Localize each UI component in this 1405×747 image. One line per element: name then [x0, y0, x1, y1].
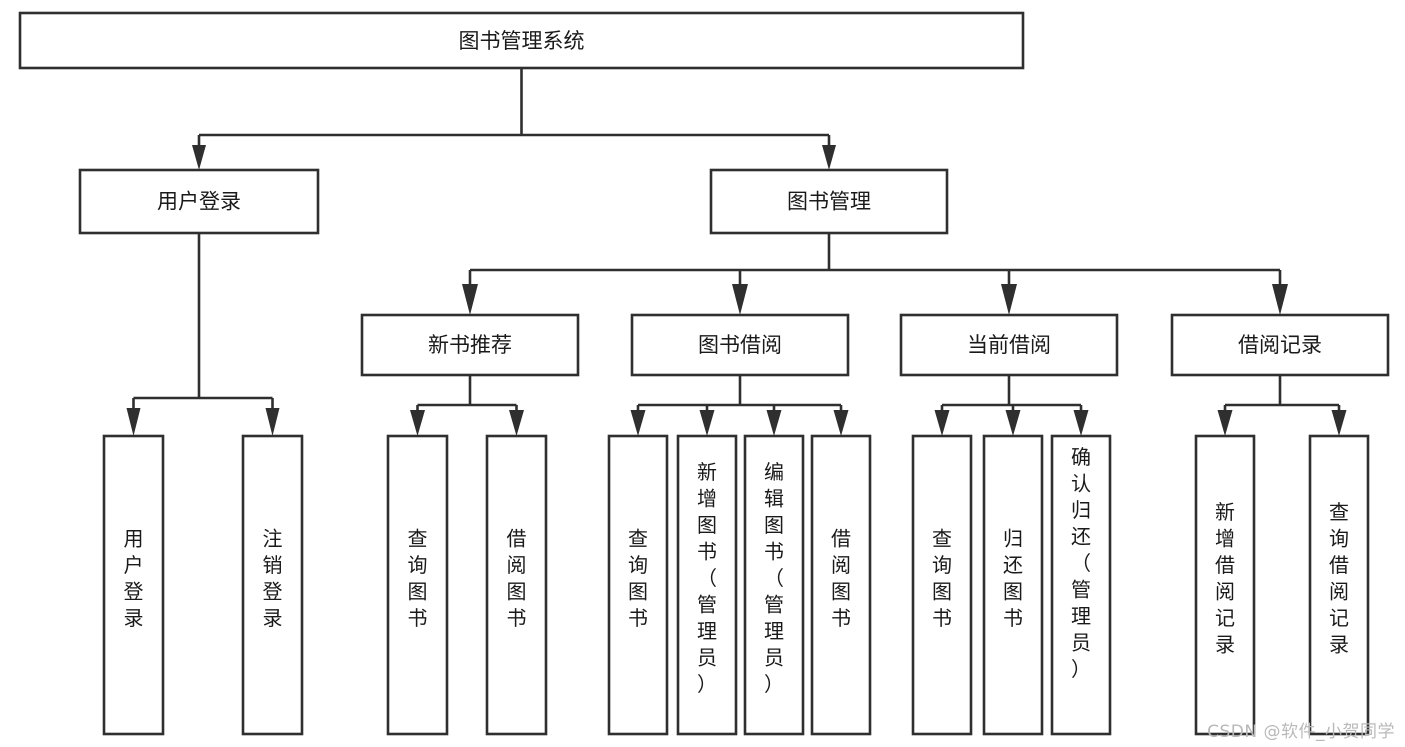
arrowhead-current-borrow — [1001, 284, 1017, 315]
node-borrow-record[interactable]: 借阅记录 — [1170, 313, 1390, 377]
node-leaf-query-book-nbr-label: 查询图书 — [408, 526, 428, 630]
arrowhead-user-login — [192, 145, 206, 170]
arrowhead-leaf-borrow-book-bb — [833, 410, 849, 436]
node-book-management-label: 图书管理 — [787, 190, 871, 214]
arrowhead-new-book-recommend — [462, 284, 478, 315]
node-leaf-user-login[interactable]: 用户登录 — [102, 434, 165, 736]
node-leaf-query-book-bb[interactable]: 查询图书 — [607, 434, 669, 736]
node-leaf-borrow-book-bb[interactable]: 借阅图书 — [810, 434, 872, 736]
node-leaf-query-book-bb-label: 查询图书 — [628, 526, 648, 630]
node-new-book-recommend-label: 新书推荐 — [428, 333, 512, 357]
arrowhead-leaf-logout — [265, 408, 280, 436]
arrowhead-borrow-record — [1272, 284, 1288, 315]
arrowhead-leaf-query-book-bb — [630, 410, 646, 436]
node-root-label: 图书管理系统 — [459, 29, 585, 53]
arrowhead-leaf-add-borrow-record — [1217, 410, 1233, 436]
node-leaf-edit-book-admin[interactable]: 编辑图书（管理员） — [743, 434, 805, 736]
node-leaf-logout-label: 注销登录 — [263, 526, 283, 630]
node-new-book-recommend[interactable]: 新书推荐 — [360, 313, 580, 377]
arrowhead-leaf-query-borrow-record — [1331, 410, 1347, 436]
connector-layer — [126, 68, 1347, 436]
arrowhead-leaf-query-book-cb — [934, 410, 950, 436]
node-leaf-user-login-label: 用户登录 — [124, 526, 144, 630]
node-book-management[interactable]: 图书管理 — [709, 168, 949, 235]
node-leaf-query-borrow-record-label: 查询借阅记录 — [1329, 500, 1349, 657]
node-user-login[interactable]: 用户登录 — [78, 168, 320, 235]
node-leaf-query-borrow-record[interactable]: 查询借阅记录 — [1308, 434, 1370, 736]
node-leaf-query-book-cb-label: 查询图书 — [932, 526, 952, 630]
arrowhead-book-borrow — [732, 284, 748, 315]
arrowhead-leaf-edit-book-admin — [766, 410, 782, 436]
arrowhead-leaf-return-book — [1005, 410, 1021, 436]
node-current-borrow[interactable]: 当前借阅 — [899, 313, 1119, 377]
node-leaf-return-book[interactable]: 归还图书 — [982, 434, 1044, 736]
node-leaf-edit-book-admin-label: 编辑图书（管理员） — [764, 460, 784, 696]
node-layer: 图书管理系统 用户登录 图书管理 新书推荐 图书借阅 当前借阅 借阅记录 — [18, 11, 1390, 736]
node-leaf-logout[interactable]: 注销登录 — [241, 434, 304, 736]
arrowhead-leaf-query-book-nbr — [410, 410, 425, 436]
arrowhead-book-management — [822, 145, 836, 170]
node-leaf-return-book-label: 归还图书 — [1003, 526, 1023, 630]
node-leaf-add-book-admin-label: 新增图书（管理员） — [697, 460, 717, 696]
node-book-borrow[interactable]: 图书借阅 — [630, 313, 850, 377]
node-leaf-borrow-book-nbr-label: 借阅图书 — [507, 526, 527, 630]
node-root[interactable]: 图书管理系统 — [18, 11, 1025, 70]
node-leaf-borrow-book-bb-label: 借阅图书 — [831, 526, 851, 630]
node-book-borrow-label: 图书借阅 — [698, 333, 782, 357]
node-borrow-record-label: 借阅记录 — [1238, 333, 1322, 357]
node-leaf-confirm-return-admin-label: 确认归还（管理员） — [1071, 445, 1091, 681]
node-current-borrow-label: 当前借阅 — [967, 333, 1051, 357]
watermark-label: CSDN @软件_小贺同学 — [1207, 722, 1395, 742]
node-user-login-label: 用户登录 — [157, 190, 241, 214]
node-leaf-add-book-admin[interactable]: 新增图书（管理员） — [676, 434, 738, 736]
arrowhead-leaf-borrow-book-nbr — [509, 410, 524, 436]
arrowhead-leaf-user-login — [126, 408, 141, 436]
node-leaf-confirm-return-admin[interactable]: 确认归还（管理员） — [1050, 434, 1112, 736]
node-leaf-add-borrow-record-label: 新增借阅记录 — [1215, 500, 1235, 657]
arrowhead-leaf-add-book-admin — [699, 410, 715, 436]
node-leaf-add-borrow-record[interactable]: 新增借阅记录 — [1194, 434, 1256, 736]
node-leaf-query-book-cb[interactable]: 查询图书 — [911, 434, 973, 736]
arrowhead-leaf-confirm-return-admin — [1073, 410, 1089, 436]
node-leaf-borrow-book-nbr[interactable]: 借阅图书 — [485, 434, 548, 736]
node-leaf-query-book-nbr[interactable]: 查询图书 — [386, 434, 449, 736]
